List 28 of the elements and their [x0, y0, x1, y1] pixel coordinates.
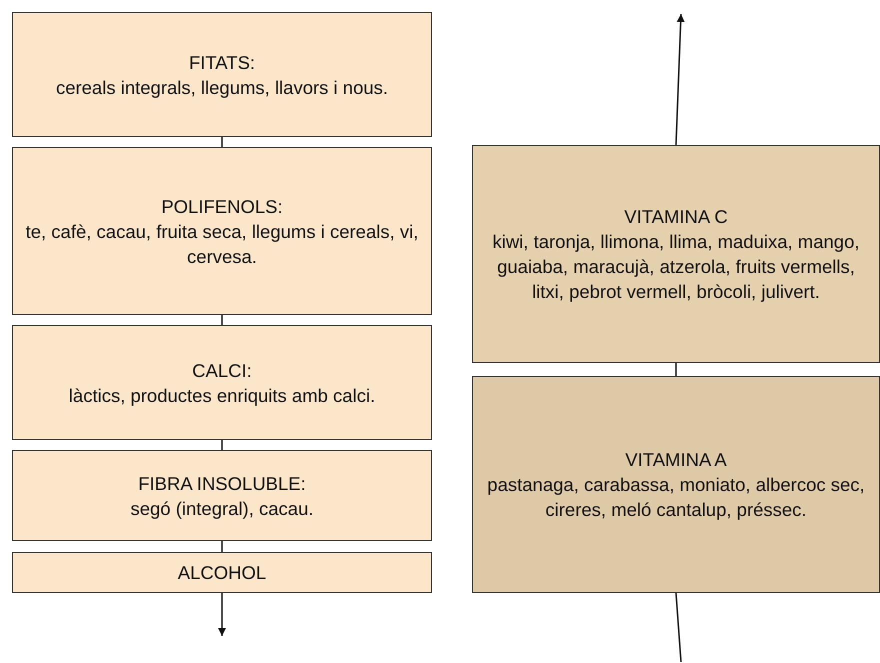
food-list: kiwi, taronja, llimona, llima, maduixa, mango, guaiaba, maracujà, atzerola, fruits vermells, litxi, pebrot vermell, bròcoli, julivert. — [473, 229, 879, 304]
food-box — [12, 552, 432, 593]
nutrient-heading: POLIFENOLS: — [160, 194, 284, 218]
food-box — [12, 325, 432, 440]
connector-line — [221, 315, 223, 325]
arrow — [675, 14, 685, 146]
connector-line — [221, 137, 223, 147]
food-box — [472, 145, 880, 363]
food-list: pastanaga, carabassa, moniato, albercoc sec, cireres, meló cantalup, préssec. — [473, 472, 879, 522]
nutrient-heading: FITATS: — [188, 50, 256, 74]
food-box — [12, 450, 432, 541]
nutrient-heading: FIBRA INSOLUBLE: — [137, 472, 307, 496]
connector-line — [675, 592, 682, 662]
nutrient-heading: ALCOHOL — [176, 561, 268, 585]
connector-line — [675, 363, 677, 376]
food-box — [472, 376, 880, 593]
nutrient-heading: VITAMINA C — [623, 205, 729, 229]
food-box — [12, 147, 432, 315]
food-list: segó (integral), cacau. — [124, 496, 320, 520]
arrow — [218, 593, 226, 636]
food-list: cereals integrals, llegums, llavors i nous. — [50, 74, 394, 100]
food-list: làctics, productes enriquits amb calci. — [62, 382, 382, 408]
food-box — [12, 12, 432, 137]
food-list: te, cafè, cacau, fruita seca, llegums i cereals, vi, cervesa. — [13, 218, 431, 268]
connector-line — [221, 440, 223, 450]
connector-line — [221, 541, 223, 552]
nutrient-heading: CALCI: — [191, 358, 253, 382]
nutrient-heading: VITAMINA A — [624, 448, 728, 472]
